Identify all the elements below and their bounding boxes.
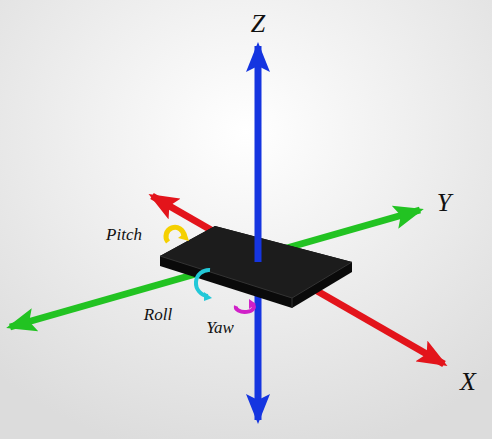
pitch-arrow [166, 227, 184, 242]
pitch-arrowhead [178, 232, 189, 241]
z-axis-upper [255, 46, 262, 262]
rotation-label: Yaw [206, 319, 234, 336]
y-axis [10, 210, 420, 327]
axis-label: Z [251, 11, 265, 37]
x-axis [152, 196, 444, 364]
axis-label: Y [437, 190, 451, 216]
roll-arrowhead [204, 292, 212, 301]
yaw-arrowhead [249, 299, 256, 309]
rotation-label: Roll [144, 306, 172, 323]
rotation-label: Pitch [106, 226, 142, 243]
axis-label: X [460, 369, 476, 395]
roll-arrow [196, 270, 210, 296]
plate-edge [160, 256, 352, 308]
